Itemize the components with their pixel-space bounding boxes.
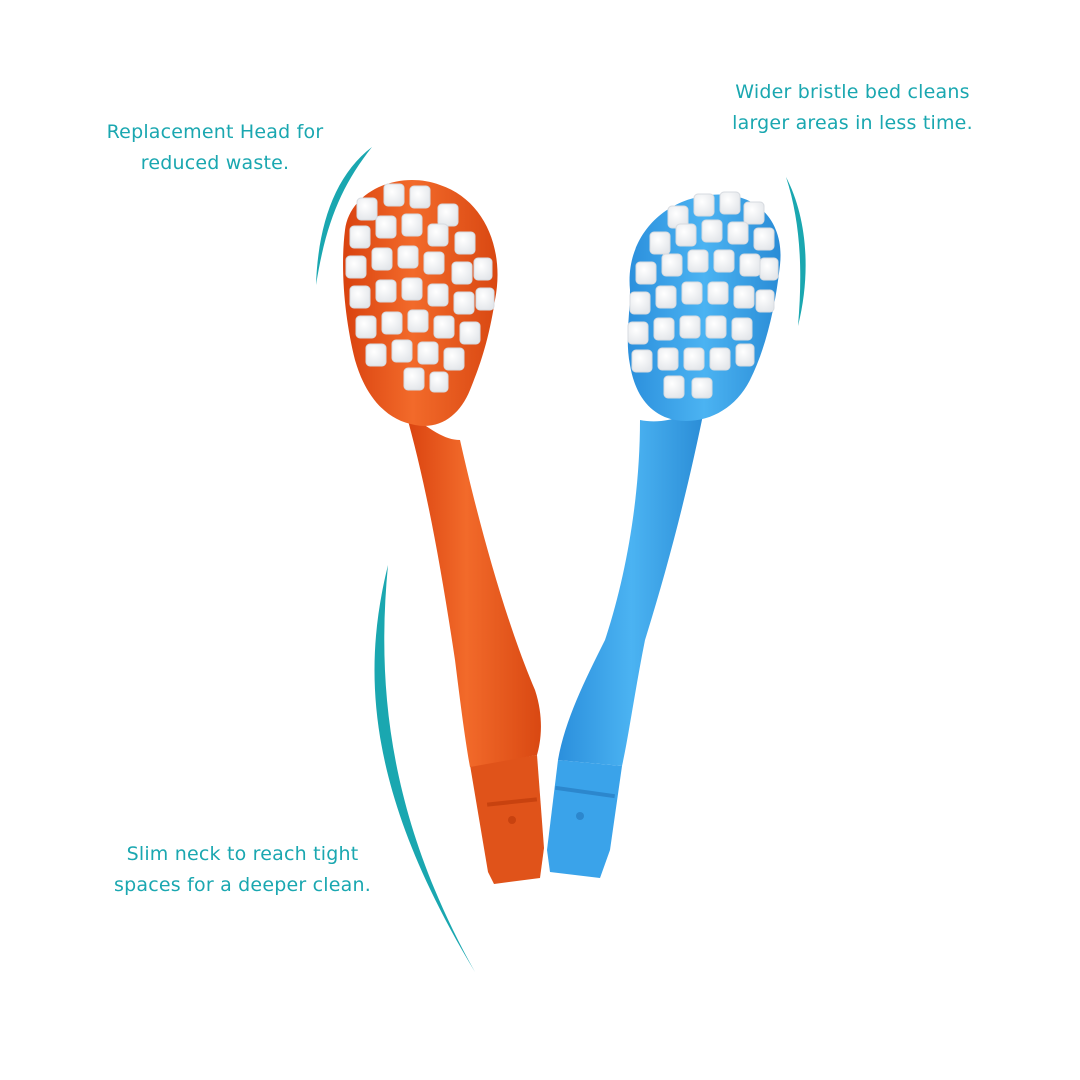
swoosh-top-right-icon bbox=[786, 177, 806, 326]
blue-brush-icon bbox=[547, 191, 781, 878]
callout-replacement-line1: Replacement Head for bbox=[106, 121, 324, 143]
swoosh-bottom-left-icon bbox=[374, 565, 475, 972]
callout-slim-neck: Slim neck to reach tight spaces for a de… bbox=[95, 839, 390, 901]
orange-brush-icon bbox=[343, 180, 544, 884]
callout-replacement-line2: reduced waste. bbox=[140, 152, 290, 174]
callout-replacement-head: Replacement Head for reduced waste. bbox=[80, 117, 350, 179]
callout-slim-line1: Slim neck to reach tight bbox=[126, 843, 359, 865]
swoosh-top-left-icon bbox=[316, 147, 372, 285]
callout-wider-bristle: Wider bristle bed cleans larger areas in… bbox=[715, 77, 990, 139]
callout-slim-line2: spaces for a deeper clean. bbox=[114, 874, 371, 896]
callout-wider-line1: Wider bristle bed cleans bbox=[735, 81, 970, 103]
callout-wider-line2: larger areas in less time. bbox=[732, 112, 973, 134]
